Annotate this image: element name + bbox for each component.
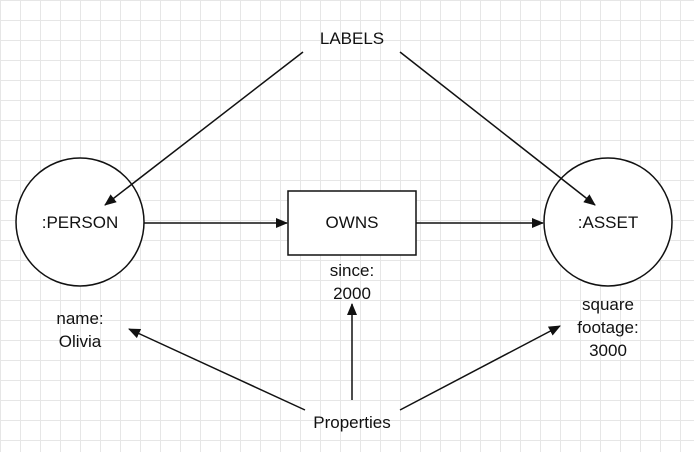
properties-to-asset-props-arrow xyxy=(399,325,561,411)
labels-to-asset-arrow xyxy=(399,51,596,206)
asset-property-key-line1: square xyxy=(582,295,634,314)
asset-property-value: 3000 xyxy=(589,341,627,360)
person-node-label: :PERSON xyxy=(41,213,119,232)
person-property-value: Olivia xyxy=(58,332,102,351)
properties-to-person-props-arrow xyxy=(128,328,306,411)
labels-caption: LABELS xyxy=(319,29,385,48)
person-property-key: name: xyxy=(56,309,104,328)
person-node xyxy=(15,157,145,287)
relationship-label: OWNS xyxy=(325,213,379,232)
labels-to-person-arrow xyxy=(104,51,304,206)
relationship-box xyxy=(287,190,417,256)
properties-caption: Properties xyxy=(313,413,391,432)
asset-node-label: :ASSET xyxy=(577,213,639,232)
relationship-property-key: since: xyxy=(329,261,375,280)
asset-property-key-line2: footage: xyxy=(577,318,639,337)
relationship-properties: since: 2000 xyxy=(302,259,402,305)
asset-properties: square footage: 3000 xyxy=(558,293,658,362)
person-properties: name: Olivia xyxy=(30,307,130,353)
relationship-property-value: 2000 xyxy=(333,284,371,303)
